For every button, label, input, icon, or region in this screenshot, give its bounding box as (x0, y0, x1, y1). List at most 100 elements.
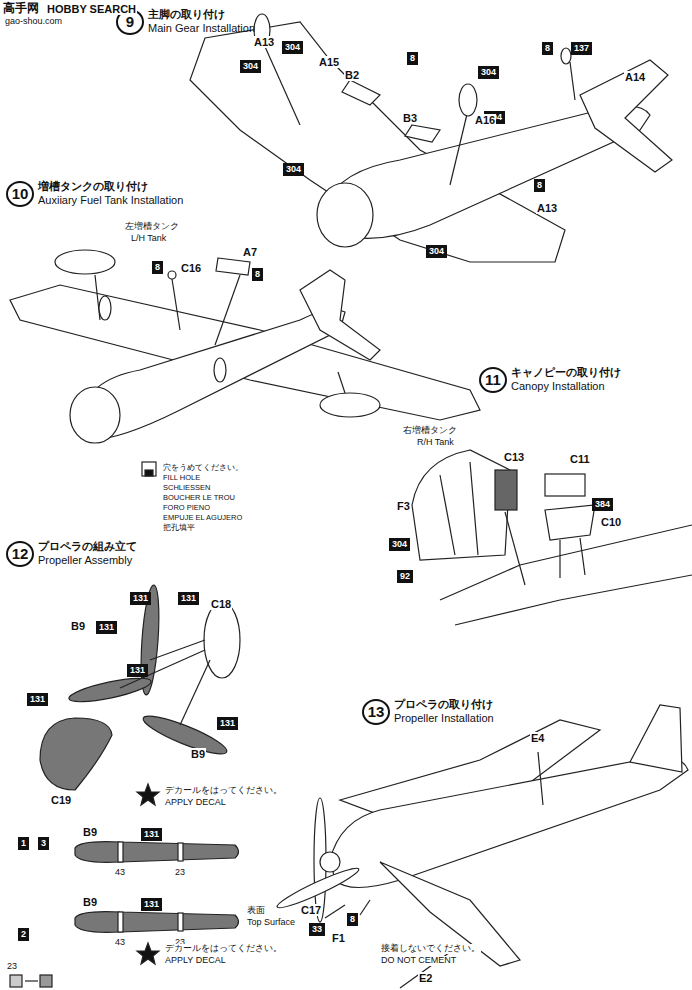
paint-code-text: 304 (392, 539, 407, 549)
step-heading: プロペラの組み立てPropeller Assembly (38, 540, 137, 568)
note-text: APPLY DECAL (164, 956, 227, 966)
step-number-text: 11 (479, 367, 507, 393)
note-text: EMPUJE EL AGUJERO (162, 514, 243, 522)
part-number: A15 (318, 56, 340, 68)
paint-code-text: 8 (410, 53, 415, 63)
step-title: Canopy Installation (511, 380, 621, 394)
step-number: 13プロペラの取り付けPropeller Installation (362, 698, 494, 726)
part-number: B3 (402, 112, 418, 124)
note-text: 接着しないでください。 (380, 944, 481, 954)
note-text: 23 (6, 962, 18, 972)
part-number: C16 (180, 262, 202, 274)
note-text: gao-shou.com (4, 17, 63, 27)
part-number: C13 (503, 451, 525, 463)
part-number: B2 (344, 69, 360, 81)
step-title: Auxiiary Fuel Tank Installation (38, 194, 183, 208)
paint-code-text: 131 (144, 899, 159, 909)
paint-code: 131 (178, 592, 199, 605)
paint-code-text: 131 (130, 665, 145, 675)
paint-code: 131 (141, 898, 162, 911)
paint-code: 131 (127, 664, 148, 677)
part-number: C10 (600, 516, 622, 528)
paint-code: 8 (152, 261, 163, 274)
part-number: B9 (82, 826, 98, 838)
step-number: 10 増槽タンクの取り付けAuxiiary Fuel Tank Installat… (6, 180, 183, 208)
part-number: A7 (242, 246, 258, 258)
note-text: 左増槽タンク (124, 222, 180, 232)
note-text: FORO PIENO (162, 504, 211, 512)
paint-code: 304 (478, 66, 499, 79)
paint-code: 8 (534, 179, 545, 192)
note-text: Top Surface (246, 918, 296, 928)
part-number: A13 (253, 36, 275, 48)
part-number: E4 (530, 732, 545, 744)
paint-code-text: 304 (481, 67, 496, 77)
step-title: 増槽タンクの取り付け (38, 180, 183, 194)
step-title: プロペラの取り付け (394, 698, 494, 712)
step-number-text: 12 (6, 541, 34, 567)
paint-code-text: 3 (41, 838, 46, 848)
part-number: HOBBY SEARCH (46, 3, 137, 15)
paint-code: 8 (347, 913, 358, 926)
note-text: 穴をうめてください。 (162, 464, 244, 472)
paint-code: 137 (571, 42, 592, 55)
paint-code-text: 304 (243, 61, 258, 71)
paint-code: 92 (397, 570, 413, 583)
part-number: 高手网 (2, 2, 40, 15)
paint-code-text: 131 (99, 622, 114, 632)
note-text: BOUCHER LE TROU (162, 494, 236, 502)
paint-code: 304 (426, 245, 447, 258)
paint-code: 8 (542, 42, 553, 55)
paint-code: 131 (96, 621, 117, 634)
step-title: プロペラの組み立て (38, 540, 137, 554)
part-number: A14 (624, 71, 646, 83)
part-number: A13 (536, 202, 558, 214)
step-heading: プロペラの取り付けPropeller Installation (394, 698, 494, 726)
note-text: APPLY DECAL (164, 798, 227, 808)
paint-code-text: 137 (574, 43, 589, 53)
part-number: C17 (300, 904, 322, 916)
part-number: C19 (50, 794, 72, 806)
paint-code: 304 (240, 60, 261, 73)
step-number-text: 10 (6, 181, 34, 207)
paint-code-text: 8 (545, 43, 550, 53)
note-text: 把孔填平 (162, 524, 196, 532)
part-number: F3 (396, 500, 411, 512)
step-number: 11 キャノピーの取り付けCanopy Installation (479, 366, 621, 394)
paint-code-text: 304 (285, 42, 300, 52)
step-title: Main Gear Installation (148, 22, 255, 36)
note-text: SCHLIESSEN (162, 484, 212, 492)
part-number: A16 (474, 114, 496, 126)
paint-code: 131 (130, 592, 151, 605)
part-number: C18 (210, 598, 232, 610)
step-title: キャノピーの取り付け (511, 366, 621, 380)
paint-code-text: 92 (400, 571, 410, 581)
note-text: 43 (114, 938, 126, 948)
paint-code-text: 1 (21, 838, 26, 848)
note-text: R/H Tank (416, 438, 455, 448)
paint-code-text: 131 (133, 593, 148, 603)
paint-code-text: 304 (429, 246, 444, 256)
step-title: Propeller Assembly (38, 554, 137, 568)
note-text: L/H Tank (130, 234, 167, 244)
paint-code-text: 8 (350, 914, 355, 924)
part-number: C11 (569, 453, 591, 465)
paint-code: 131 (27, 693, 48, 706)
paint-code-text: 131 (181, 593, 196, 603)
part-number: E2 (418, 972, 433, 984)
note-text: 23 (174, 868, 186, 878)
part-number: B9 (82, 896, 98, 908)
step-title: 主脚の取り付け (148, 8, 255, 22)
step-heading: 主脚の取り付けMain Gear Installation (148, 8, 255, 36)
paint-code-text: 384 (595, 499, 610, 509)
paint-code: 304 (282, 41, 303, 54)
paint-code: 304 (389, 538, 410, 551)
step-number: 12プロペラの組み立てPropeller Assembly (6, 540, 137, 568)
paint-code: 1 (18, 837, 29, 850)
paint-code: 384 (592, 498, 613, 511)
step-number-text: 13 (362, 699, 390, 725)
paint-code-text: 131 (30, 694, 45, 704)
note-text: デカールをはってください。 (164, 786, 283, 796)
paint-code: 131 (141, 828, 162, 841)
